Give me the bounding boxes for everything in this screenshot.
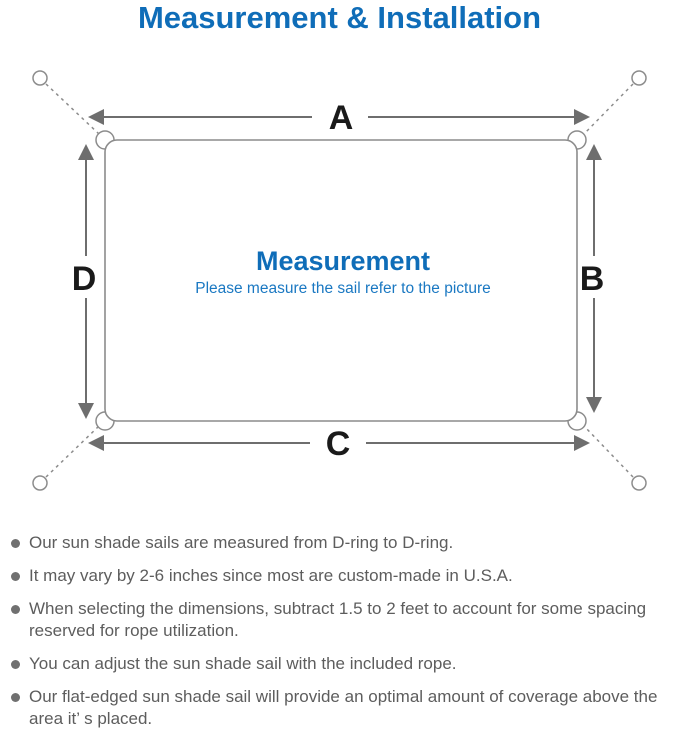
note-text: You can adjust the sun shade sail with t… <box>29 654 457 673</box>
arrow-d-head-top <box>78 144 94 160</box>
list-item: It may vary by 2-6 inches since most are… <box>11 565 671 587</box>
note-text: When selecting the dimensions, subtract … <box>29 599 647 640</box>
bullet-icon <box>11 572 20 581</box>
dimension-label-b: B <box>580 260 605 298</box>
note-text: Our flat-edged sun shade sail will provi… <box>29 687 658 728</box>
note-text: It may vary by 2-6 inches since most are… <box>29 566 513 585</box>
list-item: Our flat-edged sun shade sail will provi… <box>11 686 671 730</box>
dimension-label-a: A <box>329 99 354 137</box>
rope-line-bottom-left <box>45 425 100 478</box>
dimension-label-d: D <box>72 260 97 298</box>
page-title: Measurement & Installation <box>137 0 542 35</box>
dimension-label-c: C <box>326 425 351 463</box>
rope-line-bottom-right <box>583 425 634 478</box>
bullet-icon <box>11 660 20 669</box>
rope-dashed-lines <box>45 83 634 478</box>
arrow-c-head-right <box>574 435 590 451</box>
anchor-points <box>32 70 647 491</box>
notes-list: Our sun shade sails are measured from D-… <box>0 524 679 739</box>
rope-line-top-right <box>583 83 634 135</box>
measurement-diagram: A B C D Measurement Please measure the s… <box>32 70 647 491</box>
arrow-a-head-left <box>88 109 104 125</box>
dimension-arrows <box>78 109 602 451</box>
anchor-circle-top-right <box>631 70 647 86</box>
bullet-icon <box>11 539 20 548</box>
bullet-icon <box>11 605 20 614</box>
diagram-center-subtitle: Please measure the sail refer to the pic… <box>195 280 491 297</box>
list-item: When selecting the dimensions, subtract … <box>11 598 671 642</box>
diagram-center-title: Measurement <box>256 246 430 276</box>
anchor-circle-bottom-right <box>631 475 647 491</box>
arrow-b-head-bottom <box>586 397 602 413</box>
arrow-a-head-right <box>574 109 590 125</box>
sail-rectangle <box>104 139 578 422</box>
note-text: Our sun shade sails are measured from D-… <box>29 533 454 552</box>
arrow-b-head-top <box>586 144 602 160</box>
bullet-icon <box>11 693 20 702</box>
anchor-circle-bottom-left <box>32 475 48 491</box>
rope-line-top-left <box>45 83 100 135</box>
arrow-d-head-bottom <box>78 403 94 419</box>
list-item: Our sun shade sails are measured from D-… <box>11 532 671 554</box>
anchor-circle-top-left <box>32 70 48 86</box>
arrow-c-head-left <box>88 435 104 451</box>
list-item: You can adjust the sun shade sail with t… <box>11 653 671 675</box>
